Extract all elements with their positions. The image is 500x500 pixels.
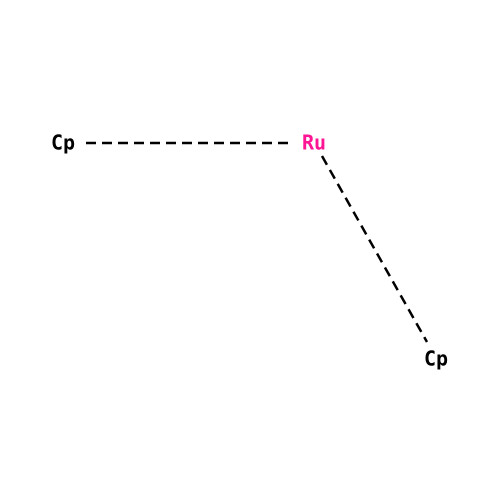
bond-ru-cp2 xyxy=(320,155,429,343)
atom-ru-label: Ru xyxy=(302,131,326,155)
atom-cp1-label: Cp xyxy=(51,131,75,155)
atom-cp2-label: Cp xyxy=(424,347,448,371)
